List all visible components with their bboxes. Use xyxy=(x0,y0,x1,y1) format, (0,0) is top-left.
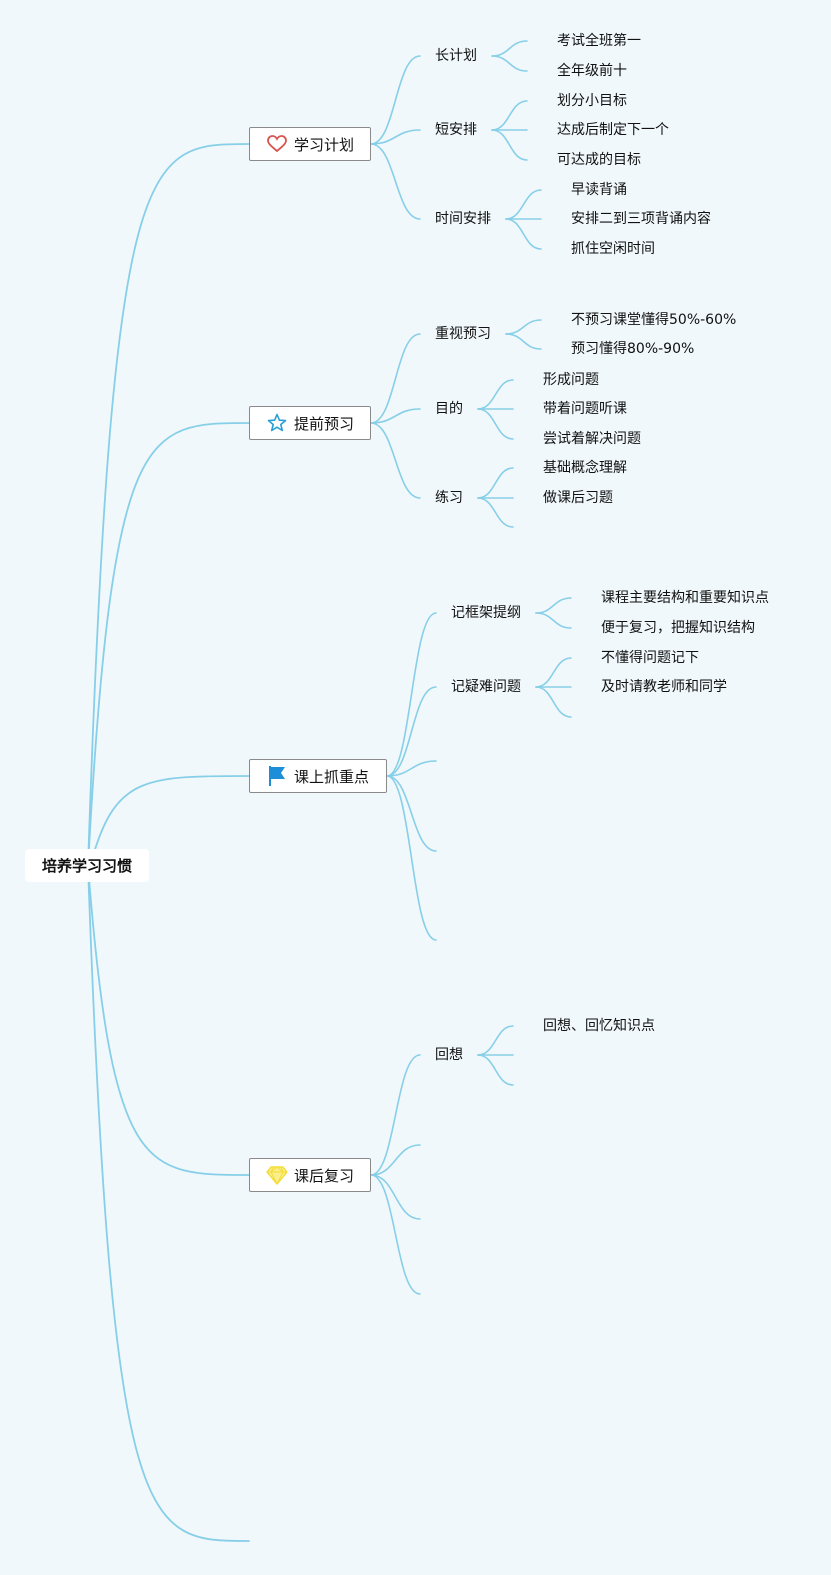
connector-root-trailing xyxy=(87,865,250,1542)
connector-sub-0-2-leaf-2 xyxy=(505,218,542,250)
heart-icon xyxy=(266,133,288,155)
subtopic-3-0[interactable]: 回想 xyxy=(435,1047,463,1063)
leaf-0-0-1[interactable]: 全年级前十 xyxy=(557,63,627,79)
leaf-0-1-0[interactable]: 划分小目标 xyxy=(557,93,627,109)
connector-branch-0-sub-2 xyxy=(370,143,421,220)
leaf-1-1-2[interactable]: 尝试着解决问题 xyxy=(543,431,641,447)
connector-root-branch-0 xyxy=(87,143,250,867)
connector-branch-2-sub-2 xyxy=(386,760,437,777)
branch-node-3[interactable]: 课后复习 xyxy=(249,1158,371,1192)
branch-node-0[interactable]: 学习计划 xyxy=(249,127,371,161)
connector-branch-3-sub-2 xyxy=(370,1174,421,1220)
leaf-2-0-0[interactable]: 课程主要结构和重要知识点 xyxy=(601,590,769,606)
connector-sub-3-0-leaf-2 xyxy=(477,1054,514,1086)
flag-icon xyxy=(266,765,288,787)
branch-node-1[interactable]: 提前预习 xyxy=(249,406,371,440)
connector-sub-0-1-leaf-2 xyxy=(491,129,528,161)
leaf-1-2-0[interactable]: 基础概念理解 xyxy=(543,460,627,476)
connector-branch-2-sub-3 xyxy=(386,775,437,852)
branch-label-0: 学习计划 xyxy=(294,135,355,154)
connector-sub-0-1-leaf-0 xyxy=(491,100,528,131)
leaf-1-1-1[interactable]: 带着问题听课 xyxy=(543,401,627,417)
leaf-0-1-2[interactable]: 可达成的目标 xyxy=(557,152,641,168)
connector-sub-1-1-leaf-2 xyxy=(477,408,514,440)
gem-icon xyxy=(266,1164,288,1186)
connector-branch-2-sub-1 xyxy=(386,686,437,777)
connector-branch-2-sub-0 xyxy=(386,612,437,777)
subtopic-1-0[interactable]: 重视预习 xyxy=(435,326,491,342)
connector-sub-0-0-leaf-0 xyxy=(491,40,528,57)
connector-branch-1-sub-2 xyxy=(370,422,421,499)
branch-label-2: 课上抓重点 xyxy=(294,767,370,786)
connector-sub-1-2-leaf-0 xyxy=(477,467,514,499)
leaf-2-1-1[interactable]: 及时请教老师和同学 xyxy=(601,679,727,695)
leaf-1-1-0[interactable]: 形成问题 xyxy=(543,372,599,388)
connector-branch-0-sub-0 xyxy=(370,55,421,145)
branch-label-1: 提前预习 xyxy=(294,414,355,433)
connector-sub-3-0-leaf-0 xyxy=(477,1025,514,1056)
connector-sub-2-0-leaf-0 xyxy=(535,597,572,614)
subtopic-1-1[interactable]: 目的 xyxy=(435,401,463,417)
leaf-0-1-1[interactable]: 达成后制定下一个 xyxy=(557,122,669,138)
subtopic-0-1[interactable]: 短安排 xyxy=(435,122,477,138)
connector-sub-0-0-leaf-1 xyxy=(491,55,528,72)
root-node[interactable]: 培养学习习惯 xyxy=(25,849,149,882)
root-label: 培养学习习惯 xyxy=(41,857,132,875)
connector-sub-0-2-leaf-0 xyxy=(505,189,542,220)
connector-branch-1-sub-0 xyxy=(370,333,421,424)
connector-sub-1-2-leaf-2 xyxy=(477,497,514,528)
connector-branch-3-sub-3 xyxy=(370,1174,421,1295)
subtopic-1-2[interactable]: 练习 xyxy=(435,490,463,506)
leaf-2-1-0[interactable]: 不懂得问题记下 xyxy=(601,650,699,666)
branch-node-2[interactable]: 课上抓重点 xyxy=(249,759,387,793)
connector-branch-2-sub-4 xyxy=(386,775,437,941)
connector-sub-1-0-leaf-1 xyxy=(505,333,542,350)
leaf-0-2-1[interactable]: 安排二到三项背诵内容 xyxy=(571,211,711,227)
leaf-2-0-1[interactable]: 便于复习，把握知识结构 xyxy=(601,620,755,636)
leaf-0-2-0[interactable]: 早读背诵 xyxy=(571,182,627,198)
connector-branch-0-sub-1 xyxy=(370,129,421,145)
connector-sub-2-1-leaf-2 xyxy=(535,686,572,718)
connector-branch-3-sub-1 xyxy=(370,1144,421,1176)
leaf-1-0-1[interactable]: 预习懂得80%-90% xyxy=(571,341,695,357)
connector-root-branch-1 xyxy=(87,422,250,867)
connector-branch-3-sub-0 xyxy=(370,1054,421,1176)
connector-sub-2-0-leaf-1 xyxy=(535,612,572,629)
leaf-0-2-2[interactable]: 抓住空闲时间 xyxy=(571,241,655,257)
connector-sub-1-0-leaf-0 xyxy=(505,319,542,335)
leaf-3-0-0[interactable]: 回想、回忆知识点 xyxy=(543,1018,655,1034)
leaf-1-0-0[interactable]: 不预习课堂懂得50%-60% xyxy=(571,312,737,328)
connector-root-branch-2 xyxy=(92,775,250,857)
leaf-0-0-0[interactable]: 考试全班第一 xyxy=(557,33,641,49)
connector-branch-1-sub-1 xyxy=(370,408,421,424)
star-icon xyxy=(266,412,288,434)
connector-root-branch-3 xyxy=(87,865,250,1176)
branch-label-3: 课后复习 xyxy=(294,1166,355,1185)
connector-sub-1-1-leaf-0 xyxy=(477,379,514,410)
subtopic-2-0[interactable]: 记框架提纲 xyxy=(451,605,521,621)
subtopic-2-1[interactable]: 记疑难问题 xyxy=(451,679,521,695)
connector-sub-2-1-leaf-0 xyxy=(535,657,572,688)
subtopic-0-0[interactable]: 长计划 xyxy=(435,48,477,64)
leaf-1-2-1[interactable]: 做课后习题 xyxy=(543,490,613,506)
subtopic-0-2[interactable]: 时间安排 xyxy=(435,211,491,227)
